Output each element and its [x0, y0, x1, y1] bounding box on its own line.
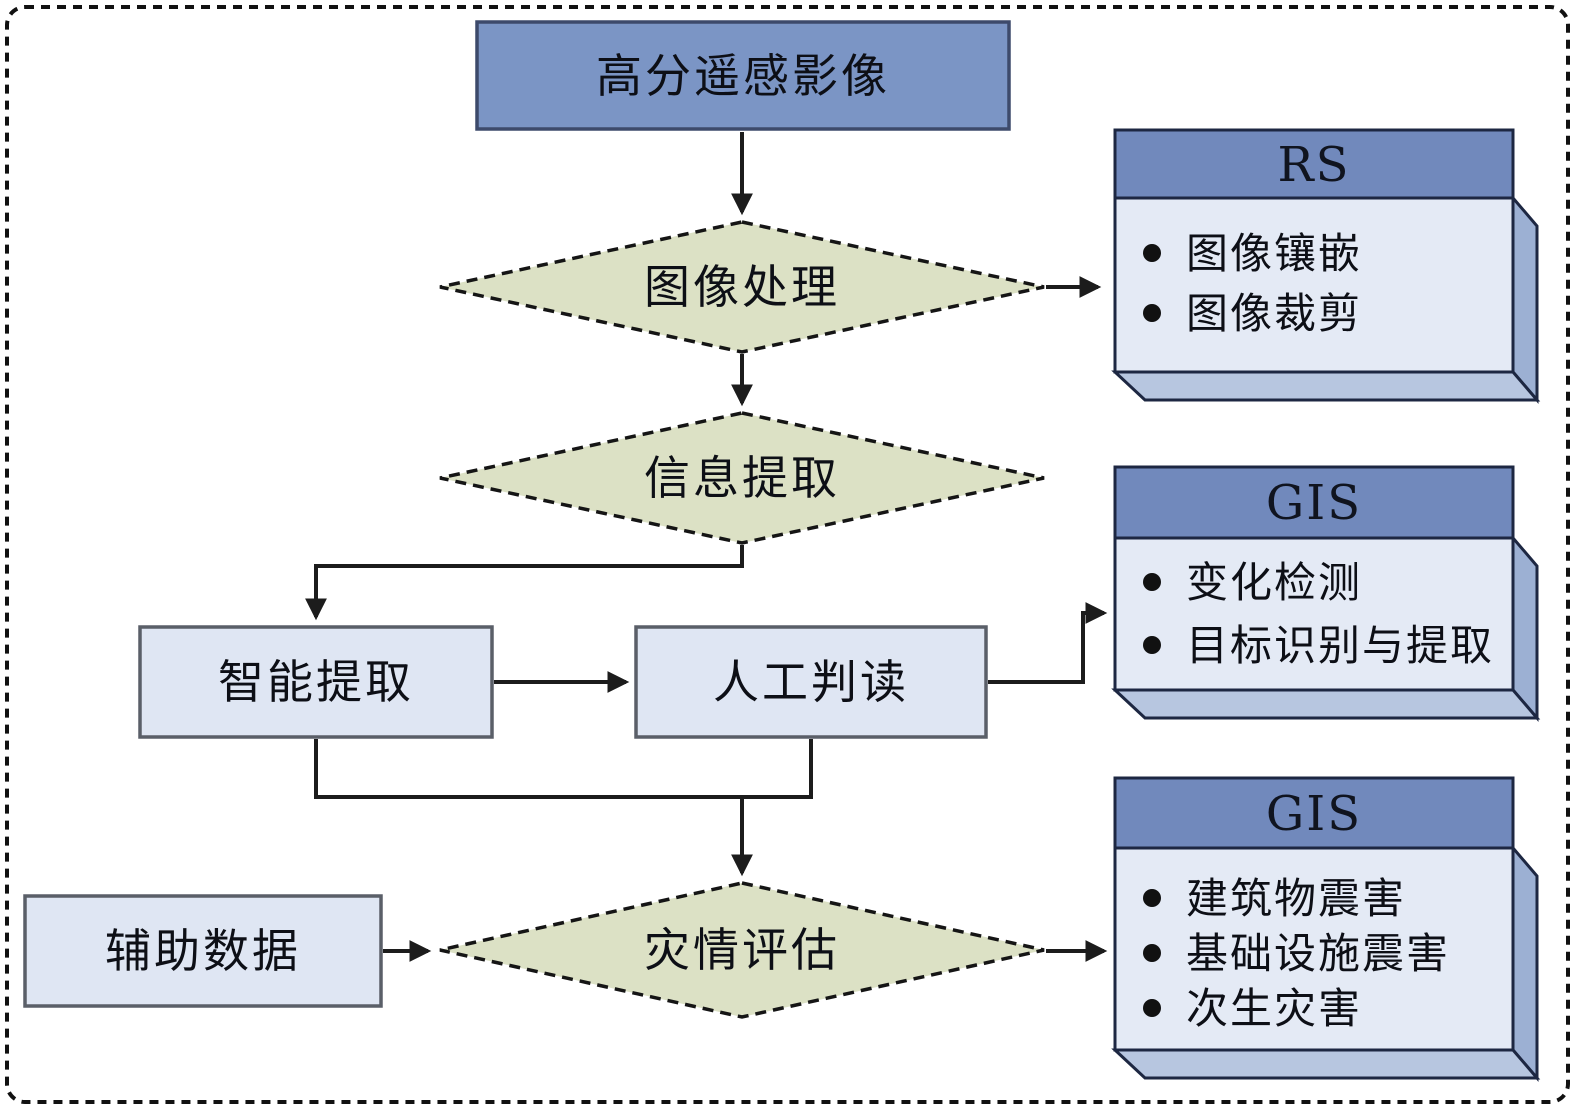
panel-rs-bottom-face	[1111, 370, 1541, 402]
panel-gis-extraction: GIS 变化检测 目标识别与提取	[1111, 465, 1541, 723]
node-disaster-assessment: 灾情评估	[439, 881, 1045, 1019]
node-aux-data: 辅助数据	[23, 894, 383, 1008]
panel-gis1-item: 变化检测	[1186, 558, 1362, 607]
figure-border	[5, 5, 1570, 1104]
panel-gis1-bottom-face	[1111, 688, 1541, 720]
source-label: 高分遥感影像	[596, 49, 890, 103]
node-smart-extraction: 智能提取	[138, 625, 494, 739]
bullet-icon	[1143, 573, 1161, 591]
panel-gis1-title: GIS	[1266, 475, 1362, 531]
smart-extraction-box	[138, 625, 494, 739]
bullet-icon	[1143, 636, 1161, 654]
bullet-icon	[1143, 304, 1161, 322]
aux-data-label: 辅助数据	[105, 924, 301, 978]
panel-gis2-header	[1113, 776, 1515, 850]
panel-rs-header	[1113, 128, 1515, 200]
panel-rs-body	[1113, 196, 1515, 374]
arrow-manual-to-gis-panel	[988, 602, 1108, 684]
panel-gis2-item: 次生灾害	[1186, 984, 1362, 1033]
panel-rs-side-face	[1511, 193, 1539, 405]
panel-gis1-item: 目标识别与提取	[1186, 621, 1494, 670]
panel-gis-assessment: GIS 建筑物震害 基础设施震害 次生灾害	[1111, 776, 1541, 1083]
panel-rs-title: RS	[1277, 137, 1350, 193]
panel-gis1-side-face	[1511, 533, 1539, 723]
info-extraction-diamond	[439, 411, 1045, 545]
panel-gis2-body	[1113, 846, 1515, 1052]
panel-gis2-bottom-face	[1111, 1048, 1541, 1080]
node-manual-interpretation: 人工判读	[634, 625, 988, 739]
bullet-icon	[1143, 889, 1161, 907]
manual-interpretation-label: 人工判读	[713, 655, 909, 709]
bullet-icon	[1143, 244, 1161, 262]
aux-data-box	[23, 894, 383, 1008]
node-info-extraction: 信息提取	[439, 411, 1045, 545]
panel-rs: RS 图像镶嵌 图像裁剪	[1111, 128, 1541, 405]
node-source-image: 高分遥感影像	[475, 20, 1011, 131]
disaster-assessment-label: 灾情评估	[644, 923, 840, 977]
smart-extraction-label: 智能提取	[218, 655, 414, 709]
image-processing-label: 图像处理	[644, 260, 840, 314]
image-processing-diamond	[439, 220, 1045, 354]
node-image-processing: 图像处理	[439, 220, 1045, 354]
panel-gis2-title: GIS	[1266, 786, 1362, 842]
panel-gis2-item: 基础设施震害	[1186, 929, 1450, 978]
source-box	[475, 20, 1011, 131]
panel-gis1-header	[1113, 465, 1515, 540]
connectors	[305, 132, 1108, 962]
panel-rs-item: 图像镶嵌	[1186, 229, 1362, 278]
manual-interpretation-box	[634, 625, 988, 739]
bullet-icon	[1143, 999, 1161, 1017]
arrow-extract-to-smart	[305, 545, 744, 621]
panel-gis2-item: 建筑物震害	[1186, 874, 1406, 923]
disaster-assessment-diamond	[439, 881, 1045, 1019]
info-extraction-label: 信息提取	[644, 451, 840, 505]
bullet-icon	[1143, 944, 1161, 962]
panel-gis1-body	[1113, 536, 1515, 692]
connector-smart-manual-join	[314, 739, 813, 799]
panel-gis2-side-face	[1511, 843, 1539, 1083]
panel-rs-item: 图像裁剪	[1186, 289, 1362, 338]
